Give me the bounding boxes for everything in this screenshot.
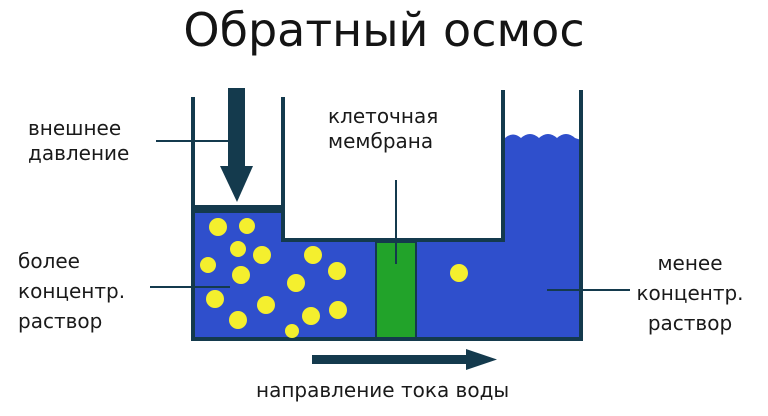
membrane-label: клеточная мембрана: [328, 104, 438, 154]
water-surface-wave: [503, 134, 581, 140]
solute-particle: [304, 246, 322, 264]
flow-direction-label: направление тока воды: [256, 378, 509, 403]
solute-particle: [232, 266, 250, 284]
solute-particle: [229, 311, 247, 329]
solute-particle: [328, 262, 346, 280]
solute-particle: [302, 307, 320, 325]
solute-particle: [239, 218, 255, 234]
solute-particle: [206, 290, 224, 308]
less-concentrated-label: менее концентр. раствор: [632, 248, 748, 338]
flow-arrow-head: [466, 349, 497, 370]
solute-particle: [253, 246, 271, 264]
solute-particle-right: [450, 264, 468, 282]
solute-particle: [329, 301, 347, 319]
external-pressure-label: внешнее давление: [28, 116, 129, 166]
pressure-arrow-head: [220, 166, 253, 202]
right-solution: [503, 140, 581, 339]
solute-particle: [209, 218, 227, 236]
pressure-arrow-shaft: [228, 88, 245, 168]
solute-particle: [230, 241, 246, 257]
more-concentrated-label: более концентр. раствор: [18, 246, 125, 336]
piston-plate: [191, 205, 283, 213]
flow-arrow-shaft: [312, 355, 470, 364]
solute-particle: [257, 296, 275, 314]
solute-particle: [287, 274, 305, 292]
solute-particle: [285, 324, 299, 338]
solute-particle: [200, 257, 216, 273]
